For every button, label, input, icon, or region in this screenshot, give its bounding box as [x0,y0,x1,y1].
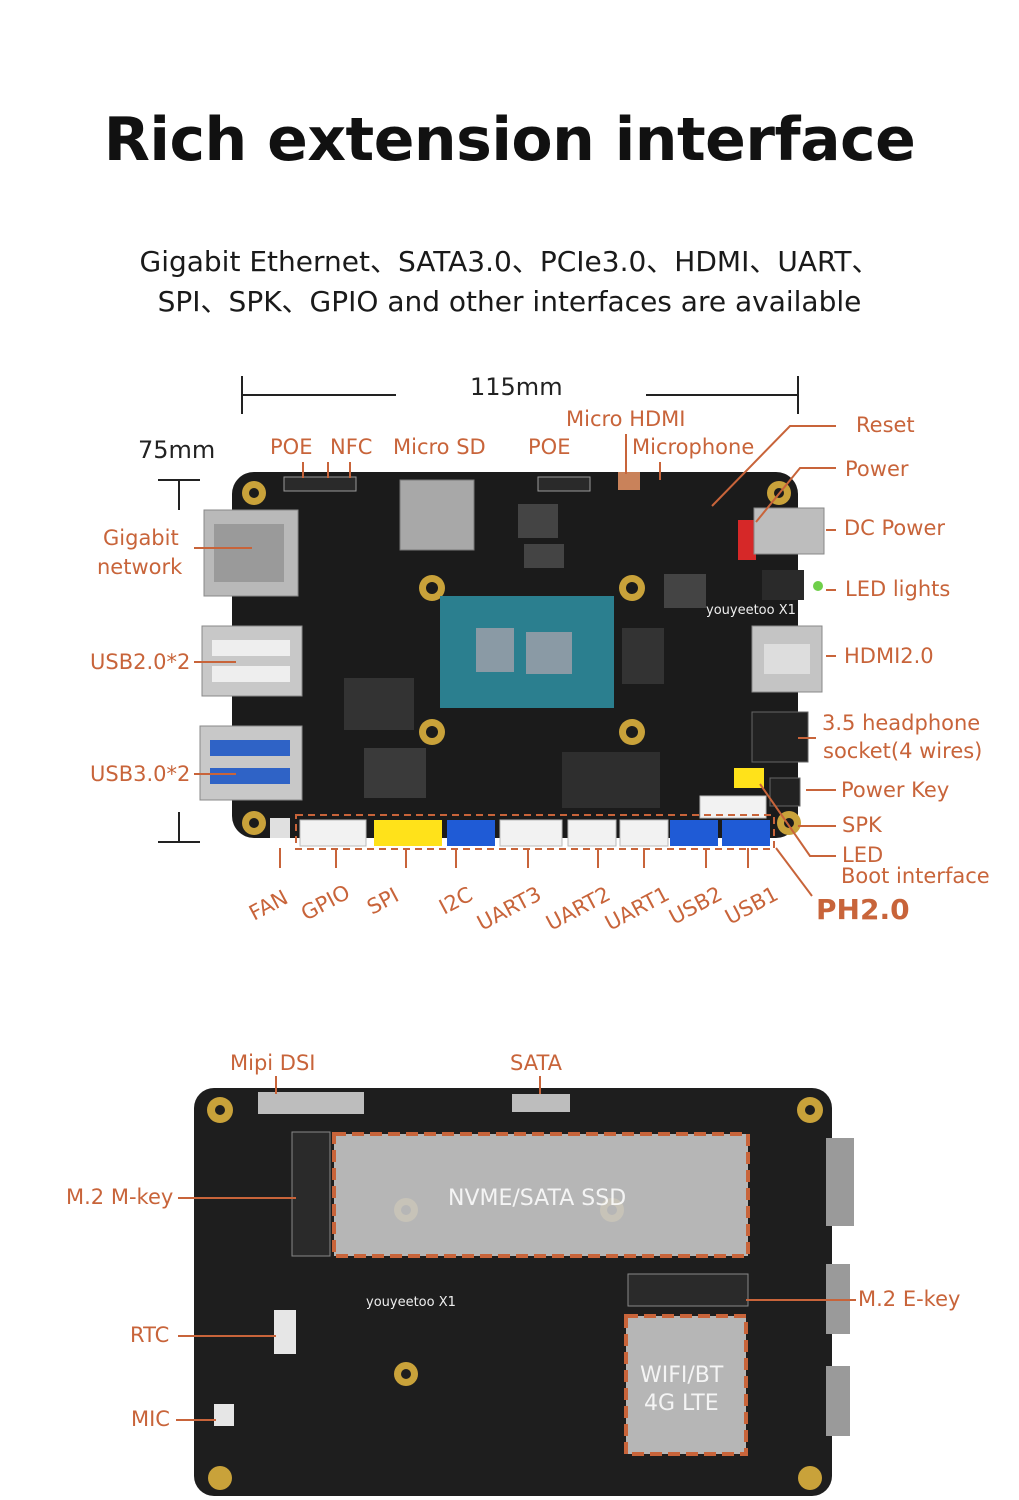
dimension-width: 115mm [470,373,563,401]
dimension-lines [158,376,799,843]
label-gigabit-line-2: network [97,555,183,579]
leader-lines-bottom [176,1076,856,1421]
label-micro-sd: Micro SD [393,435,486,459]
label-m2-e-key: M.2 E-key [858,1287,961,1311]
label-spk: SPK [842,813,882,837]
silkscreen-brand-bottom: youyeetoo X1 [366,1295,456,1310]
label-sata: SATA [510,1051,563,1075]
label-headphone-line-2: socket(4 wires) [823,739,983,763]
label-nfc: NFC [330,435,373,459]
label-micro-hdmi: Micro HDMI [566,407,686,431]
label-poe-2: POE [528,435,571,459]
label-usb2: USB2.0*2 [90,650,191,674]
label-mic: MIC [131,1407,170,1431]
subtitle-line-1: Gigabit Ethernet、SATA3.0、PCIe3.0、HDMI、UA… [139,245,880,278]
label-hdmi: HDMI2.0 [844,644,934,668]
label-dc-power: DC Power [844,516,946,540]
label-power: Power [845,457,909,481]
label-led-lights: LED lights [845,577,951,601]
label-mipi-dsi: Mipi DSI [230,1051,316,1075]
label-poe-1: POE [270,435,313,459]
leader-lines-top [194,425,836,897]
label-m2-m-key: M.2 M-key [66,1185,174,1209]
label-boot-interface: Boot interface [841,864,990,888]
bottom-board [194,1088,854,1496]
page-title: Rich extension interface [103,105,916,175]
label-led: LED [842,843,884,867]
label-4g-lte: 4G LTE [644,1391,719,1416]
label-usb3: USB3.0*2 [90,762,191,786]
label-gigabit-line-1: Gigabit [103,526,179,550]
top-board [199,472,825,850]
label-wifi-bt: WIFI/BT [640,1363,724,1388]
label-nvme-ssd: NVME/SATA SSD [448,1186,627,1211]
label-power-key: Power Key [841,778,950,802]
subtitle-line-2: SPI、SPK、GPIO and other interfaces are av… [157,285,862,318]
label-reset: Reset [856,413,915,437]
label-rtc: RTC [130,1323,170,1347]
label-headphone-line-1: 3.5 headphone [822,711,981,735]
dimension-height: 75mm [138,436,216,464]
label-microphone: Microphone [632,435,755,459]
silkscreen-brand-top: youyeetoo X1 [706,603,796,618]
label-ph2: PH2.0 [816,893,910,926]
